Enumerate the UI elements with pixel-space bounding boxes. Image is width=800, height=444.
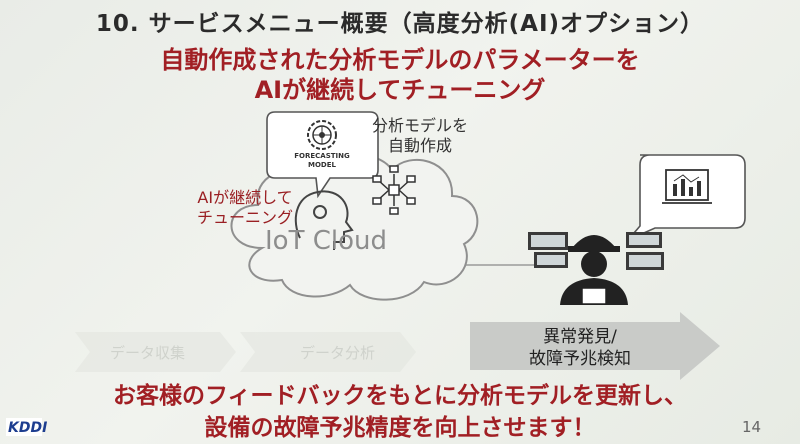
detection-arrow: [470, 312, 720, 380]
auto-create-label: 分析モデルを 自動作成: [370, 116, 470, 156]
dashboard-icon: [528, 232, 664, 270]
model-card-line-1: FORECASTING: [294, 152, 350, 160]
subtitle-line-1: 自動作成された分析モデルのパラメーターを: [160, 46, 640, 74]
model-card-line-2: MODEL: [308, 161, 336, 169]
ghost-step-2: データ分析: [300, 344, 376, 362]
detection-arrow-text: 異常発見/ 故障予兆検知: [500, 326, 660, 370]
page-number: 14: [742, 418, 762, 436]
head-icon: [294, 190, 354, 250]
slide-title: 10. サービスメニュー概要（高度分析(AI)オプション）: [95, 11, 705, 37]
arrow-line-1: 異常発見/: [543, 327, 617, 347]
background-process-arrows: [75, 332, 416, 372]
ai-tuning-label: AIが継続して チューニング: [190, 188, 300, 228]
forecasting-model-bubble: [266, 111, 379, 199]
arrow-line-2: 故障予兆検知: [529, 349, 631, 369]
cloud-label: IoT Cloud: [265, 226, 387, 256]
brain-gear-icon: [307, 120, 337, 150]
kddi-logo: KDDI: [8, 420, 48, 436]
auto-create-line-1: 分析モデルを: [371, 116, 468, 135]
ghost-step-1: データ収集: [110, 344, 186, 362]
worker-icon: [560, 235, 628, 305]
ai-tuning-line-1: AIが継続して: [197, 188, 293, 207]
chart-bubble-icon: [662, 169, 712, 204]
auto-create-line-2: 自動作成: [387, 136, 452, 155]
kddi-logo-bar: [6, 418, 42, 436]
chart-bubble: [627, 154, 746, 241]
ai-tuning-line-2: チューニング: [196, 208, 293, 227]
subtitle-line-2: AIが継続してチューニング: [254, 76, 546, 104]
network-icon: [372, 165, 416, 215]
model-card-text: FORECASTING MODEL: [270, 152, 374, 170]
bottom-message-line-2: 設備の故障予兆精度を向上させます！: [204, 415, 596, 441]
bottom-message-line-1: お客様のフィードバックをもとに分析モデルを更新し、: [112, 383, 688, 409]
